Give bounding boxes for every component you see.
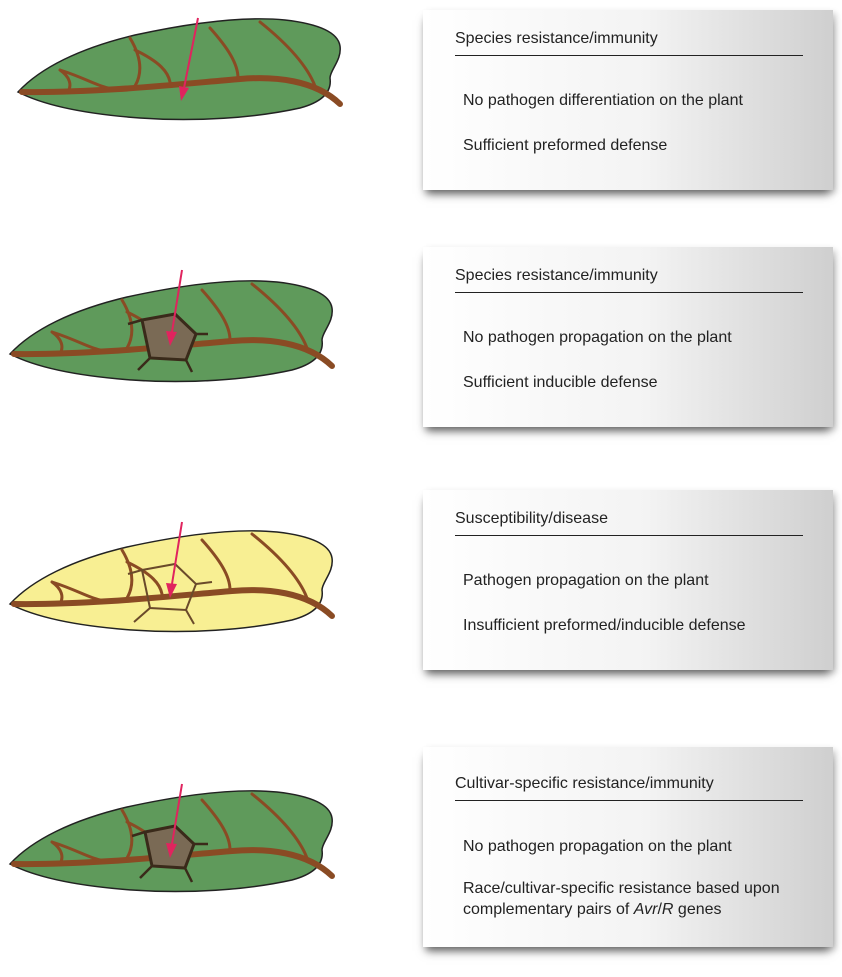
card-divider	[455, 800, 803, 801]
panel-species-preformed: Species resistance/immunity No pathogen …	[0, 0, 842, 230]
info-card: Cultivar-specific resistance/immunity No…	[423, 747, 833, 947]
info-card: Susceptibility/disease Pathogen propagat…	[423, 490, 833, 670]
card-item: Pathogen propagation on the plant	[463, 570, 709, 591]
card-divider	[455, 535, 803, 536]
card-item: No pathogen propagation on the plant	[463, 327, 732, 348]
card-divider	[455, 55, 803, 56]
line-2-suffix: genes	[673, 901, 721, 918]
card-item: Sufficient inducible defense	[463, 372, 658, 393]
card-item: No pathogen propagation on the plant	[463, 836, 732, 857]
card-title: Species resistance/immunity	[455, 30, 658, 48]
info-card: Species resistance/immunity No pathogen …	[423, 247, 833, 427]
info-card: Species resistance/immunity No pathogen …	[423, 10, 833, 190]
r-gene: R	[662, 901, 674, 918]
item-line-1: Race/cultivar-specific resistance based …	[463, 878, 842, 899]
panel-susceptibility: Susceptibility/disease Pathogen propagat…	[0, 490, 842, 720]
leaf-illustration	[0, 262, 400, 402]
card-item: No pathogen differentiation on the plant	[463, 90, 743, 111]
item-line-2: complementary pairs of Avr/R genes	[463, 899, 842, 920]
card-title: Susceptibility/disease	[455, 510, 608, 528]
card-item: Insufficient preformed/inducible defense	[463, 615, 746, 636]
card-item: Sufficient preformed defense	[463, 135, 667, 156]
card-title: Cultivar-specific resistance/immunity	[455, 775, 714, 793]
leaf-illustration	[0, 512, 400, 652]
card-item-multiline: Race/cultivar-specific resistance based …	[463, 878, 842, 920]
panel-cultivar-specific: Cultivar-specific resistance/immunity No…	[0, 747, 842, 977]
leaf-illustration	[0, 0, 400, 140]
line-2-prefix: complementary pairs of	[463, 901, 634, 918]
leaf-illustration	[0, 772, 400, 912]
card-title: Species resistance/immunity	[455, 267, 658, 285]
card-divider	[455, 292, 803, 293]
avr-gene: Avr	[634, 901, 658, 918]
panel-species-inducible: Species resistance/immunity No pathogen …	[0, 247, 842, 477]
